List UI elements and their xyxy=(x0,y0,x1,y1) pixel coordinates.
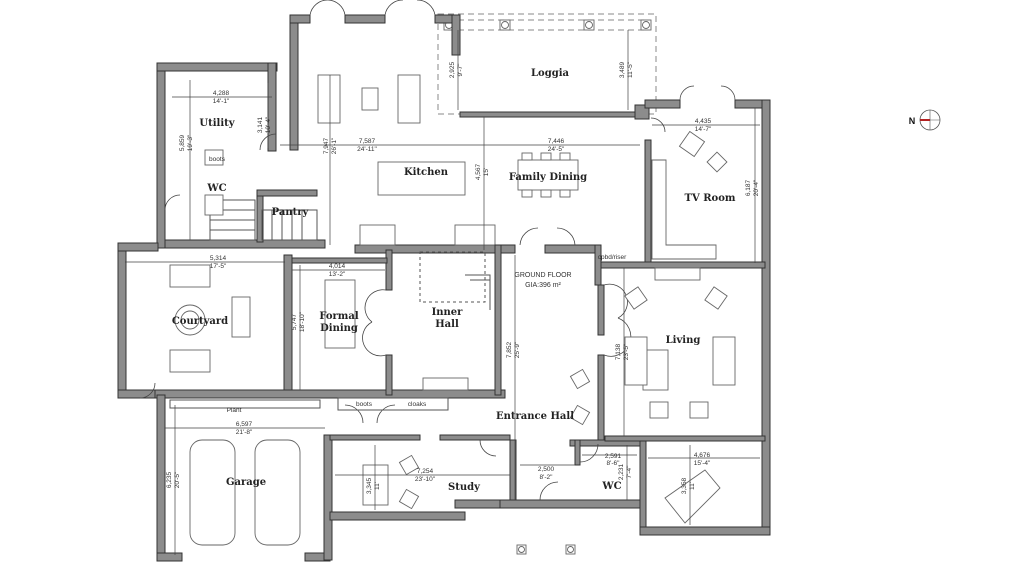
dim-piano-d-ft: 11' xyxy=(689,482,696,490)
dim-tv-w-ft: 14'-7" xyxy=(695,126,712,133)
dim-porch-w: 2,500 xyxy=(538,466,555,473)
dim-loggia-l-ft: 9'-7" xyxy=(457,63,464,77)
note-boots: boots xyxy=(209,156,226,163)
doors xyxy=(139,0,736,501)
dim-kitchen-d: 7,947 xyxy=(323,137,330,154)
room-tv-room: TV Room xyxy=(685,193,736,204)
dim-tv-d-ft: 20'-4" xyxy=(753,179,760,196)
dim-study-w: 7,254 xyxy=(417,468,434,475)
dim-garage-w: 6,597 xyxy=(236,421,253,428)
north-label: N xyxy=(909,116,916,126)
dim-wc-d: 2,231 xyxy=(618,463,625,480)
dim-dining-d-ft: 15' xyxy=(483,168,490,176)
dim-wc-w-ft: 8'-6" xyxy=(607,460,621,467)
dim-loggia-r: 3,489 xyxy=(619,61,626,78)
dim-dining-d: 4,567 xyxy=(475,163,482,180)
dim-garage-d-ft: 20'-5" xyxy=(174,471,181,488)
note-boots-hall: boots xyxy=(356,401,373,408)
room-pantry: Pantry xyxy=(272,207,310,218)
dim-dining-w: 7,446 xyxy=(548,138,565,145)
dim-formal-w: 4,014 xyxy=(329,263,346,270)
room-utility: Utility xyxy=(199,118,235,129)
note-cpbd-riser: cpbd/riser xyxy=(598,254,627,261)
room-entrance-hall: Entrance Hall xyxy=(496,411,574,422)
dim-study-d-ft: 11' xyxy=(374,482,381,490)
dim-tv-d: 6,187 xyxy=(745,179,752,196)
dim-porch-w-ft: 8'-2" xyxy=(540,474,554,481)
note-plant: Plant xyxy=(227,407,242,414)
dim-study-w-ft: 23'-10" xyxy=(415,476,436,483)
dim-entrance-d-ft: 25'-9" xyxy=(514,341,521,358)
dim-loggia-l: 2,925 xyxy=(449,61,456,78)
room-courtyard: Courtyard xyxy=(172,316,228,327)
room-labels: Utility WC Pantry Kitchen Loggia Family … xyxy=(172,68,736,493)
dim-piano-w-ft: 15'-4" xyxy=(694,460,711,467)
dim-formal-d: 5,747 xyxy=(291,313,298,330)
dimension-lines xyxy=(125,30,760,555)
dim-utility-h: 5,859 xyxy=(179,134,186,151)
dim-living-d-ft: 23'-5" xyxy=(623,343,630,360)
dimension-labels: 4,288 14'-1" 7,587 24'-11" 7,446 24'-5" … xyxy=(210,90,712,483)
room-wc-front: WC xyxy=(601,481,621,492)
stairs xyxy=(209,199,491,310)
room-formal-dining-2: Dining xyxy=(320,323,358,334)
annotations: boots boots cloaks cpbd/riser Plant xyxy=(209,156,627,414)
dim-entrance-d: 7,852 xyxy=(506,341,513,358)
dim-study-d: 3,345 xyxy=(366,477,373,494)
dim-loggia-r-ft: 11'-5" xyxy=(627,61,634,78)
dim-utility-w-ft: 14'-1" xyxy=(213,98,230,105)
room-study: Study xyxy=(448,482,481,493)
dim-kitchen-w: 7,587 xyxy=(359,138,376,145)
room-wc-rear: WC xyxy=(206,183,226,194)
room-garage: Garage xyxy=(226,477,266,488)
room-family-dining: Family Dining xyxy=(509,172,587,183)
dim-garage-w-ft: 21'-8" xyxy=(236,429,253,436)
dim-kitchen-w-ft: 24'-11" xyxy=(357,146,377,153)
dim-garage-d: 6,235 xyxy=(166,471,173,488)
dim-kitchen-d-ft: 26'-1" xyxy=(331,137,338,154)
room-loggia: Loggia xyxy=(531,68,569,79)
north-compass-icon: N xyxy=(909,109,941,131)
plan-gia: GIA:396 m² xyxy=(525,282,561,289)
dim-utility-w: 4,288 xyxy=(213,90,230,97)
dim-wc-w: 2,591 xyxy=(605,453,622,460)
dim-formal-w-ft: 13'-2" xyxy=(329,271,346,278)
dim-courtyard-w-ft: 17'-5" xyxy=(210,263,227,270)
room-living: Living xyxy=(666,335,701,346)
walls xyxy=(117,14,771,562)
plan-title: GROUND FLOOR xyxy=(514,272,571,279)
dim-living-d: 7,138 xyxy=(615,343,622,360)
dim-utility-d-ft: 10'-4" xyxy=(265,116,272,133)
furniture xyxy=(169,74,736,555)
dim-courtyard-w: 5,314 xyxy=(210,255,227,262)
room-inner-hall-1: Inner xyxy=(432,307,464,318)
room-formal-dining-1: Formal xyxy=(319,311,359,322)
dim-tv-w: 4,435 xyxy=(695,118,712,125)
note-cloaks: cloaks xyxy=(408,401,427,408)
dim-piano-d: 3,358 xyxy=(681,477,688,494)
room-kitchen: Kitchen xyxy=(404,167,449,178)
room-inner-hall-2: Hall xyxy=(435,319,459,330)
dim-utility-d: 3,141 xyxy=(257,116,264,133)
dim-utility-h-ft: 19'-3" xyxy=(187,134,194,151)
dim-dining-w-ft: 24'-5" xyxy=(548,146,565,153)
dim-piano-w: 4,676 xyxy=(694,452,711,459)
dim-wc-d-ft: 7'-4" xyxy=(626,465,633,479)
dim-formal-d-ft: 18'-10" xyxy=(299,311,306,332)
